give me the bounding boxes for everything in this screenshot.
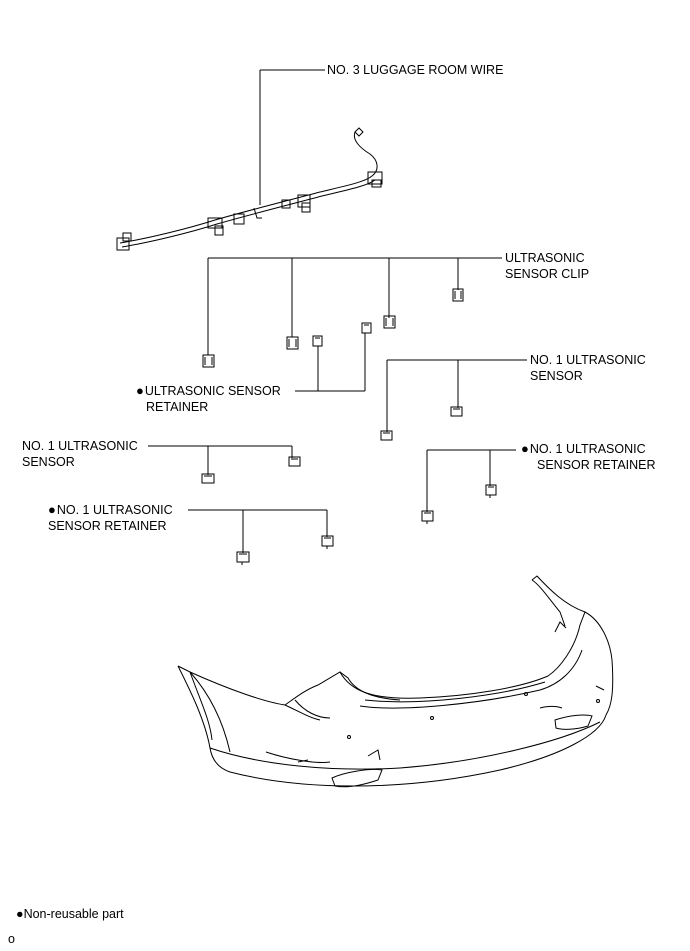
sensor-clip-1: [202, 354, 215, 368]
sensor-clip-4: [452, 288, 464, 302]
sensor-retainer-2: [361, 322, 372, 334]
no1-retainer-left-2: [321, 535, 334, 549]
label-no1-ultrasonic-sensor-right: NO. 1 ULTRASONIC SENSOR: [530, 353, 646, 383]
no1-retainer-right-1: [421, 510, 434, 524]
label-ultrasonic-sensor-retainer: ●ULTRASONIC SENSOR RETAINER: [136, 383, 281, 414]
label-no1-sensor-retainer-right: ●NO. 1 ULTRASONIC SENSOR RETAINER: [521, 441, 656, 472]
no1-sensor-right-1: [380, 430, 393, 441]
label-luggage-room-wire: NO. 3 LUGGAGE ROOM WIRE: [327, 63, 504, 77]
non-reusable-bullet-icon: ●: [48, 502, 56, 517]
legend-text: Non-reusable part: [23, 907, 124, 921]
sensor-retainer-1: [312, 335, 323, 347]
label-ultrasonic-sensor-clip: ULTRASONIC SENSOR CLIP: [505, 251, 590, 281]
non-reusable-bullet-icon: ●: [136, 383, 144, 398]
non-reusable-bullet-icon: ●: [16, 907, 24, 921]
rear-bumper-cover: [177, 575, 614, 788]
label-no1-sensor-retainer-left: ●NO. 1 ULTRASONIC SENSOR RETAINER: [48, 502, 173, 533]
no1-retainer-left-1: [236, 551, 250, 565]
sensor-clip-3: [383, 315, 396, 329]
no1-sensor-left-1: [201, 473, 215, 484]
no1-retainer-right-2: [485, 484, 497, 498]
non-reusable-bullet-icon: ●: [521, 441, 529, 456]
no1-sensor-right-2: [450, 406, 463, 417]
legend-non-reusable: ●Non-reusable part: [16, 906, 124, 922]
no1-sensor-left-2: [288, 456, 301, 467]
footer-mark: o: [8, 932, 15, 946]
label-no1-ultrasonic-sensor-left: NO. 1 ULTRASONIC SENSOR: [22, 439, 138, 469]
luggage-room-wire-part: [116, 127, 383, 251]
sensor-clip-2: [286, 336, 299, 350]
